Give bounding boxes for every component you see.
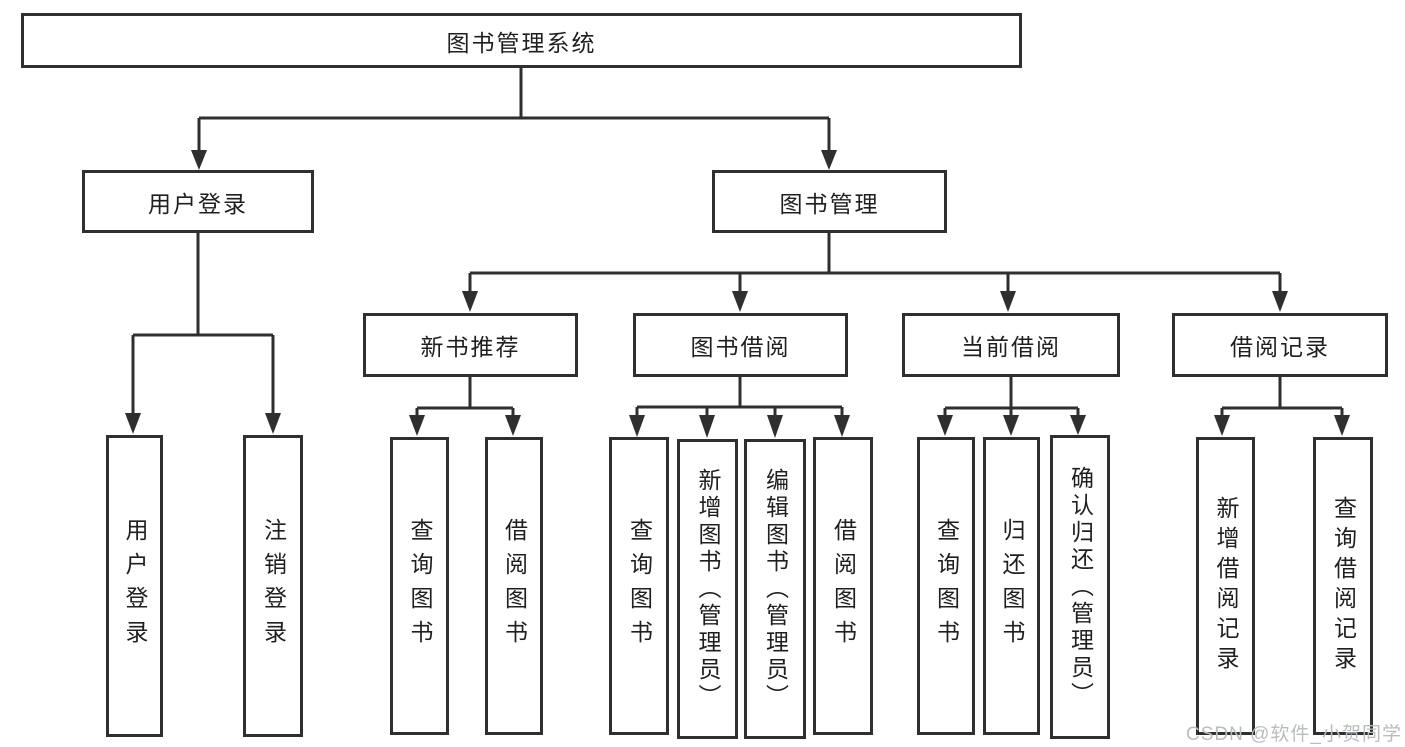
leaf-user-login: 用户登录 (106, 435, 163, 737)
node-current-borrowing: 当前借阅 (902, 313, 1120, 377)
leaf-query-borrowing-record: 查询借阅记录 (1313, 437, 1373, 735)
csdn-watermark: CSDN @软件_小贺同学 (1186, 724, 1402, 745)
node-library-management-system: 图书管理系统 (21, 13, 1022, 68)
leaf-confirm-return-admin: 确认归还（管理员） (1050, 435, 1110, 739)
leaf-add-books-admin: 新增图书（管理员） (677, 439, 738, 739)
node-borrowing-records: 借阅记录 (1172, 313, 1388, 377)
leaf-query-books-recommend: 查询图书 (390, 437, 449, 735)
leaf-borrow-books-recommend: 借阅图书 (485, 437, 543, 735)
leaf-add-borrowing-record: 新增借阅记录 (1196, 437, 1255, 735)
node-book-management: 图书管理 (712, 170, 947, 233)
node-user-login-group: 用户登录 (82, 170, 314, 233)
leaf-query-books-current: 查询图书 (917, 437, 975, 735)
node-new-book-recommendation: 新书推荐 (363, 313, 578, 377)
leaf-return-books: 归还图书 (983, 437, 1040, 735)
leaf-borrow-books-borrowing: 借阅图书 (813, 437, 873, 735)
leaf-logout: 注销登录 (243, 435, 303, 737)
node-book-borrowing: 图书借阅 (633, 313, 848, 377)
leaf-edit-books-admin: 编辑图书（管理员） (744, 439, 806, 739)
leaf-query-books-borrowing: 查询图书 (609, 437, 669, 735)
